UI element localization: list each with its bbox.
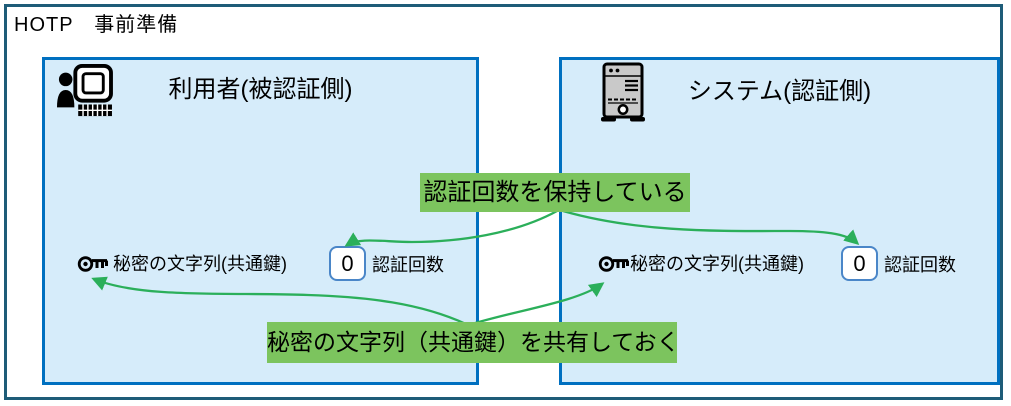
user-counter-value-box: 0: [329, 246, 366, 281]
system-box-header: システム(認証側): [687, 78, 872, 105]
system-secret-label: 秘密の文字列(共通鍵): [630, 254, 804, 274]
diagram-title: HOTP 事前準備: [14, 14, 179, 36]
user-secret-row: 秘密の文字列(共通鍵): [77, 250, 287, 276]
user-at-computer-icon: [57, 64, 113, 117]
server-icon: [601, 62, 645, 122]
key-icon: [598, 256, 629, 272]
system-counter-label: 認証回数: [884, 254, 956, 275]
user-counter-row: 0 認証回数: [329, 246, 444, 281]
secret-note: 秘密の文字列（共通鍵）を共有しておく: [267, 322, 680, 363]
system-counter-value-box: 0: [841, 246, 878, 281]
user-box: 利用者(被認証側) 秘密の文字列(共通鍵) 0 認証回数: [42, 57, 479, 385]
system-secret-row: 秘密の文字列(共通鍵): [598, 250, 804, 276]
system-counter-row: 0 認証回数: [841, 246, 956, 281]
counter-note: 認証回数を保持している: [420, 173, 690, 212]
key-icon: [77, 256, 108, 272]
user-box-header: 利用者(被認証側): [168, 76, 353, 103]
user-secret-label: 秘密の文字列(共通鍵): [113, 254, 287, 274]
user-counter-label: 認証回数: [372, 254, 444, 275]
